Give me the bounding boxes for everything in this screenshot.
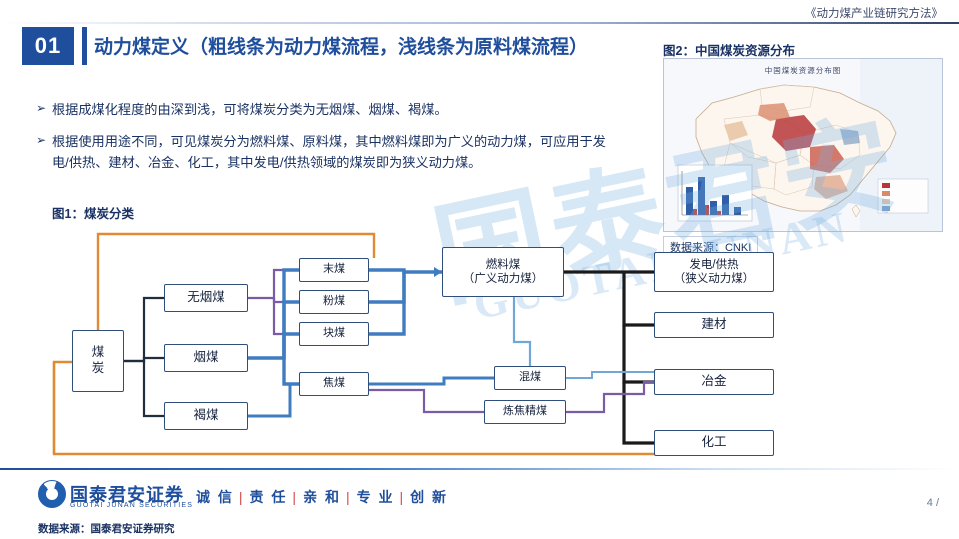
figure1-source: 数据来源：国泰君安证券研究 xyxy=(38,523,175,535)
bullet-marker-icon: ➢ xyxy=(36,101,47,115)
node-building-material: 建材 xyxy=(654,312,774,338)
china-coal-resource-map: 中国煤炭资源分布图 xyxy=(663,58,943,232)
node-power-heat: 发电/供热（狭义动力煤） xyxy=(654,252,774,292)
node-coking-clean-coal: 炼焦精煤 xyxy=(484,400,566,424)
figure1-caption: 图1：煤炭分类 xyxy=(52,207,134,221)
slogan-word-4: 专 业 xyxy=(356,489,395,505)
node-label: 发电/供热（狭义动力煤） xyxy=(673,258,755,285)
node-metallurgy: 冶金 xyxy=(654,369,774,395)
figure2-caption: 图2：中国煤炭资源分布 xyxy=(663,44,795,58)
node-lignite: 褐煤 xyxy=(164,402,248,430)
map-title: 中国煤炭资源分布图 xyxy=(764,66,842,75)
company-slogan: 诚 信|责 任|亲 和|专 业|创 新 xyxy=(196,487,448,507)
section-number-badge: 01 xyxy=(22,27,74,65)
node-coal: 煤炭 xyxy=(72,330,124,392)
bullet-item-2: ➢ 根据使用用途不同，可见煤炭分为燃料煤、原料煤，其中燃料煤即为广义的动力煤，可… xyxy=(36,131,622,174)
bullet-item-1: ➢ 根据成煤化程度的由深到浅，可将煤炭分类为无烟煤、烟煤、褐煤。 xyxy=(36,99,612,120)
section-title-accent-bar xyxy=(82,27,87,65)
node-label: 煤炭 xyxy=(91,345,105,375)
node-coking-coal: 焦煤 xyxy=(299,372,369,396)
node-label: 燃料煤（广义动力煤） xyxy=(462,258,544,285)
document-header-title: 《动力煤产业链研究方法》 xyxy=(805,8,943,20)
slogan-word-3: 亲 和 xyxy=(303,489,341,505)
coal-classification-flow-diagram: 煤炭 无烟煤 烟煤 褐煤 末煤 粉煤 块煤 焦煤 燃料煤（广义动力煤） 混煤 炼… xyxy=(44,222,904,472)
page-number: 4 / xyxy=(926,497,939,509)
company-name-en: GUOTAI JUNAN SECURITIES xyxy=(70,502,194,509)
node-chemical: 化工 xyxy=(654,430,774,456)
bullet-text-2: 根据使用用途不同，可见煤炭分为燃料煤、原料煤，其中燃料煤即为广义的动力煤，可应用… xyxy=(52,134,606,171)
map-graphic xyxy=(664,59,942,231)
node-anthracite: 无烟煤 xyxy=(164,284,248,312)
node-fuel-coal: 燃料煤（广义动力煤） xyxy=(442,247,564,297)
page-title: 动力煤定义（粗线条为动力煤流程，浅线条为原料煤流程） xyxy=(94,37,589,58)
slogan-separator: | xyxy=(345,489,352,505)
company-name-cn: 国泰君安证券 xyxy=(70,485,184,505)
footer-divider xyxy=(0,468,959,470)
node-mixed-coal: 混煤 xyxy=(494,366,566,390)
node-kuai-coal: 块煤 xyxy=(299,322,369,346)
slogan-word-2: 责 任 xyxy=(249,489,288,505)
company-logo-icon xyxy=(38,480,66,508)
bullet-text-1: 根据成煤化程度的由深到浅，可将煤炭分类为无烟煤、烟煤、褐煤。 xyxy=(52,102,448,117)
slogan-separator: | xyxy=(292,489,299,505)
node-bituminous: 烟煤 xyxy=(164,344,248,372)
node-fen-coal: 粉煤 xyxy=(299,290,369,314)
bullet-marker-icon: ➢ xyxy=(36,133,47,147)
slogan-word-1: 诚 信 xyxy=(196,489,234,505)
header-divider xyxy=(0,22,959,24)
slogan-separator: | xyxy=(399,489,406,505)
slogan-separator: | xyxy=(238,489,245,505)
slogan-word-5: 创 新 xyxy=(410,489,449,505)
node-mo-coal: 末煤 xyxy=(299,258,369,282)
